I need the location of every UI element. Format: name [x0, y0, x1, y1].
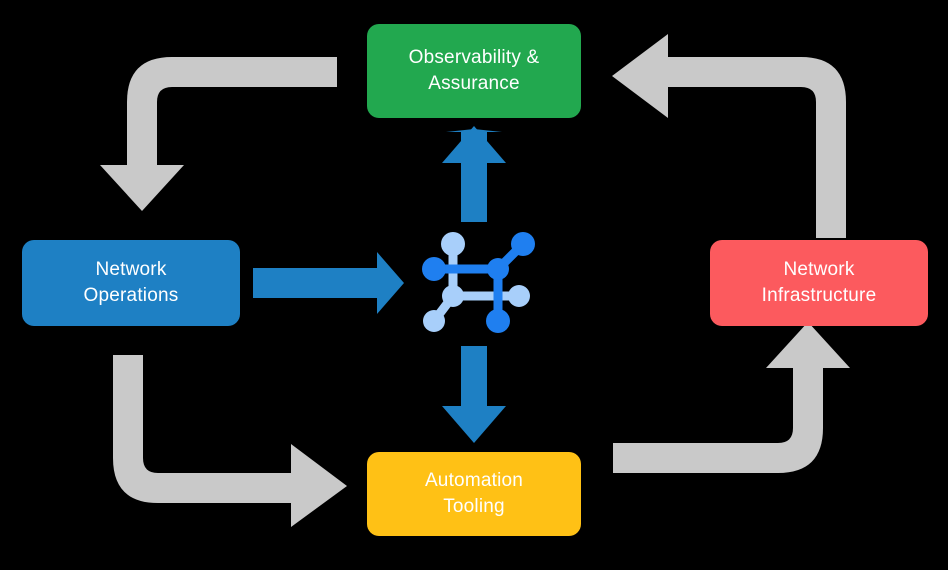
node-network-infrastructure[interactable]: Network Infrastructure: [710, 240, 928, 326]
arrow-right-icon: [253, 252, 404, 314]
arrow-down-icon: [442, 346, 506, 443]
elbow-arrow-left-icon: [612, 34, 846, 238]
elbow-arrow-right-icon: [113, 355, 347, 527]
arrow-up-icon: [442, 126, 506, 222]
elbow-arrow-up-icon: [613, 322, 850, 473]
node-automation-tooling[interactable]: Automation Tooling: [367, 452, 581, 536]
node-observability-assurance[interactable]: Observability & Assurance: [367, 24, 581, 118]
elbow-arrow-down-icon: [100, 57, 337, 211]
network-topology-icon: [422, 232, 535, 333]
topology-nodes: [422, 232, 535, 333]
node-network-operations[interactable]: Network Operations: [22, 240, 240, 326]
